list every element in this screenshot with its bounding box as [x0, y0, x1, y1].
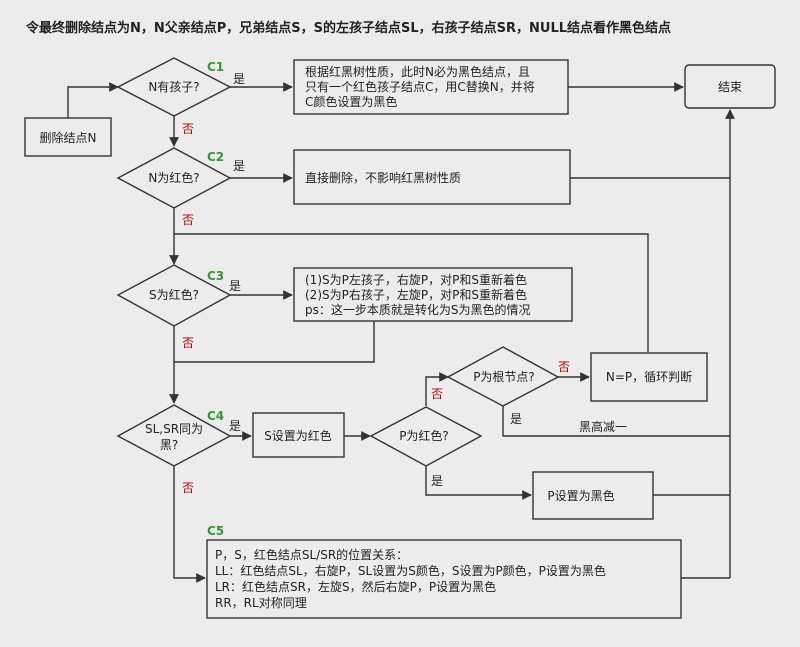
- decision-sl-sr-label-line-2: 黑?: [160, 438, 178, 452]
- process-p5-label: P设置为黑色: [547, 489, 614, 503]
- edge-label-d4-yes: 是: [229, 419, 241, 433]
- decision-n-has-children-label: N有孩子?: [148, 80, 199, 94]
- process-p7-line-3: LR：红色结点SR，左旋S，然后右旋P，P设置为黑色: [215, 579, 496, 594]
- process-set-p-black: P设置为黑色: [532, 471, 654, 520]
- case-label-c5: C5: [207, 524, 224, 538]
- edge-d6-yes: [502, 406, 730, 437]
- decision-sl-sr-both-black: SL,SR同为 黑?: [116, 404, 232, 467]
- process-p1-line-2: 只有一个红色孩子结点C，用C替换N，并将: [305, 79, 535, 94]
- decision-p-is-root: P为根节点?: [446, 346, 560, 407]
- node-end-label: 结束: [718, 80, 742, 94]
- edge-label-d1-yes: 是: [233, 72, 245, 86]
- decision-p-is-root-label: P为根节点?: [473, 370, 535, 384]
- process-p3-line-2: (2)S为P右孩子，左旋P，对P和S重新着色: [305, 287, 527, 302]
- edge-label-d5-yes: 是: [431, 474, 443, 488]
- process-delete-directly: 直接删除，不影响红黑树性质: [293, 149, 571, 205]
- process-p6-label: N=P，循环判断: [606, 369, 692, 384]
- edge-d5-no: [425, 372, 449, 406]
- process-p1-line-1: 根据红黑树性质，此时N必为黑色结点，且: [305, 64, 530, 79]
- process-p3-line-3: ps：这一步本质就是转化为S为黑色的情况: [305, 302, 531, 317]
- case-label-c4: C4: [207, 409, 224, 423]
- process-p2-label: 直接删除，不影响红黑树性质: [305, 170, 461, 185]
- edge-label-d6-yes: 是: [510, 412, 522, 426]
- edge-p3-to-d4: [174, 321, 375, 363]
- process-rotate-recolor: (1)S为P左孩子，右旋P，对P和S重新着色 (2)S为P右孩子，左旋P，对P和…: [293, 267, 573, 322]
- process-n-equals-p-loop: N=P，循环判断: [590, 352, 708, 402]
- node-delete: 删除结点N: [24, 117, 112, 157]
- node-end: 结束: [684, 64, 776, 109]
- decision-n-has-children: N有孩子?: [116, 57, 232, 117]
- edge-label-d2-no: 否: [182, 213, 194, 227]
- edge-delete-to-d1: [67, 82, 119, 118]
- process-p7-line-4: RR，RL对称同理: [215, 596, 307, 610]
- process-p4-label: S设置为红色: [264, 428, 332, 443]
- process-p3-line-1: (1)S为P左孩子，右旋P，对P和S重新着色: [305, 272, 527, 287]
- decision-p-is-red-label: P为红色?: [399, 428, 449, 443]
- decision-p-is-red: P为红色?: [369, 406, 483, 467]
- edge-d5-yes: [425, 466, 532, 500]
- edges: [67, 82, 735, 583]
- edge-label-d3-yes: 是: [229, 279, 241, 293]
- edge-label-d2-yes: 是: [233, 159, 245, 173]
- case-label-c3: C3: [207, 269, 224, 283]
- decision-n-is-red: N为红色?: [116, 147, 232, 209]
- process-set-s-red: S设置为红色: [252, 412, 345, 458]
- edge-label-d4-no: 否: [182, 481, 194, 495]
- edge-d4-no: [173, 466, 206, 583]
- process-p1-line-3: C颜色设置为黑色: [305, 94, 397, 109]
- node-delete-label: 删除结点N: [40, 130, 97, 145]
- edge-label-d3-no: 否: [182, 336, 194, 350]
- decision-s-is-red-label: S为红色?: [149, 287, 199, 302]
- edge-label-d1-no: 否: [182, 122, 194, 136]
- decision-sl-sr-label-line-1: SL,SR同为: [145, 422, 203, 436]
- edge-p6-loop-back: [174, 233, 649, 352]
- edge-label-black-height-minus: 黑高减一: [579, 419, 627, 434]
- process-p7-line-1: P，S，红色结点SL/SR的位置关系：: [215, 547, 408, 562]
- process-p7-line-2: LL：红色结点SL，右旋P，SL设置为S颜色，S设置为P颜色，P设置为黑色: [215, 563, 606, 578]
- edge-label-d5-no: 否: [431, 387, 443, 401]
- decision-n-is-red-label: N为红色?: [148, 170, 199, 185]
- process-replace-with-child: 根据红黑树性质，此时N必为黑色结点，且 只有一个红色孩子结点C，用C替换N，并将…: [293, 59, 569, 115]
- case-label-c2: C2: [207, 150, 224, 164]
- decision-s-is-red: S为红色?: [116, 264, 232, 327]
- case-label-c1: C1: [207, 60, 224, 74]
- edge-label-d6-no: 否: [558, 360, 570, 374]
- diagram-title: 令最终删除结点为N，N父亲结点P，兄弟结点S，S的左孩子结点SL，右孩子结点SR…: [26, 20, 671, 36]
- process-rotation-cases: P，S，红色结点SL/SR的位置关系： LL：红色结点SL，右旋P，SL设置为S…: [206, 539, 682, 619]
